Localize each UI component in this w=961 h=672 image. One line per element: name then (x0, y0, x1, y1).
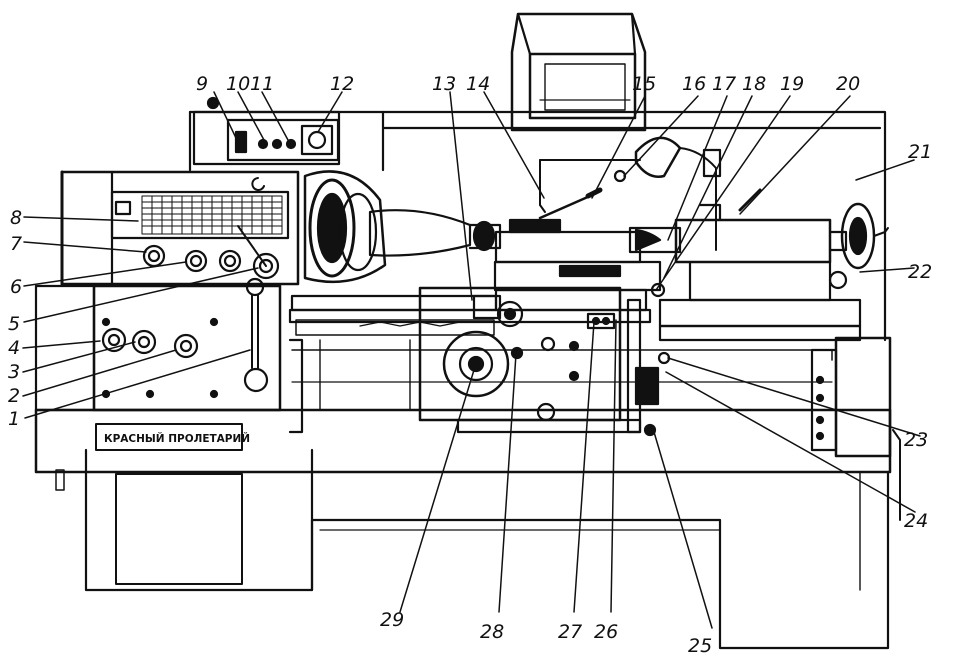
callout-21: 21 (908, 141, 932, 163)
lathe-bed (288, 294, 862, 383)
electrical-panel (192, 96, 341, 166)
callout-5: 5 (8, 313, 20, 335)
callout-15: 15 (632, 73, 656, 95)
chip-guard-screen (510, 12, 647, 132)
base (34, 408, 892, 650)
callout-17: 17 (712, 73, 736, 95)
lever-1-handle-icon[interactable] (243, 367, 269, 393)
callout-4: 4 (8, 337, 20, 359)
right-end-box (810, 336, 901, 521)
callout-23: 23 (904, 429, 928, 451)
callout-18: 18 (742, 73, 766, 95)
knob-5-icon[interactable] (252, 252, 280, 280)
callout-2: 2 (8, 385, 20, 407)
knob-6b-icon[interactable] (218, 249, 242, 273)
callout-6: 6 (10, 276, 22, 298)
knob-7-icon[interactable] (142, 244, 166, 268)
callout-24: 24 (904, 510, 928, 532)
callout-9: 9 (196, 73, 208, 95)
callout-25: 25 (688, 635, 712, 657)
apron-handwheel-icon[interactable] (442, 330, 510, 398)
callout-11: 11 (250, 73, 274, 95)
callout-3: 3 (8, 361, 20, 383)
callout-22: 22 (908, 261, 932, 283)
headstock-box (60, 170, 300, 286)
knob-6-icon[interactable] (184, 249, 208, 273)
nameplate-text: КРАСНЫЙ ПРОЛЕТАРИЙ (104, 432, 250, 445)
chuck-assembly (303, 170, 502, 284)
callout-7: 7 (10, 233, 22, 255)
knob-2-icon[interactable] (173, 333, 199, 359)
feed-table-plate (141, 195, 283, 235)
callout-8: 8 (10, 207, 22, 229)
knob-4-icon[interactable] (101, 327, 127, 353)
callout-16: 16 (682, 73, 706, 95)
gearbox-front (34, 277, 282, 412)
callout-19: 19 (780, 73, 804, 95)
callout-29: 29 (380, 609, 404, 631)
callout-12: 12 (330, 73, 354, 95)
callout-14: 14 (466, 73, 490, 95)
callout-1: 1 (8, 408, 20, 430)
callout-27: 27 (558, 621, 582, 643)
callout-26: 26 (594, 621, 618, 643)
rear-frame (188, 110, 887, 342)
knob-3-icon[interactable] (131, 329, 157, 355)
callout-20: 20 (836, 73, 860, 95)
callout-numbers: 1 2 3 4 5 6 7 8 9 10 11 12 13 14 15 16 1… (8, 73, 932, 657)
callout-13: 13 (432, 73, 456, 95)
feed-controls (626, 282, 671, 437)
tailstock (628, 188, 889, 302)
left-body (288, 338, 411, 434)
leader-lines (22, 91, 921, 629)
callout-28: 28 (480, 621, 504, 643)
callout-10: 10 (226, 73, 250, 95)
